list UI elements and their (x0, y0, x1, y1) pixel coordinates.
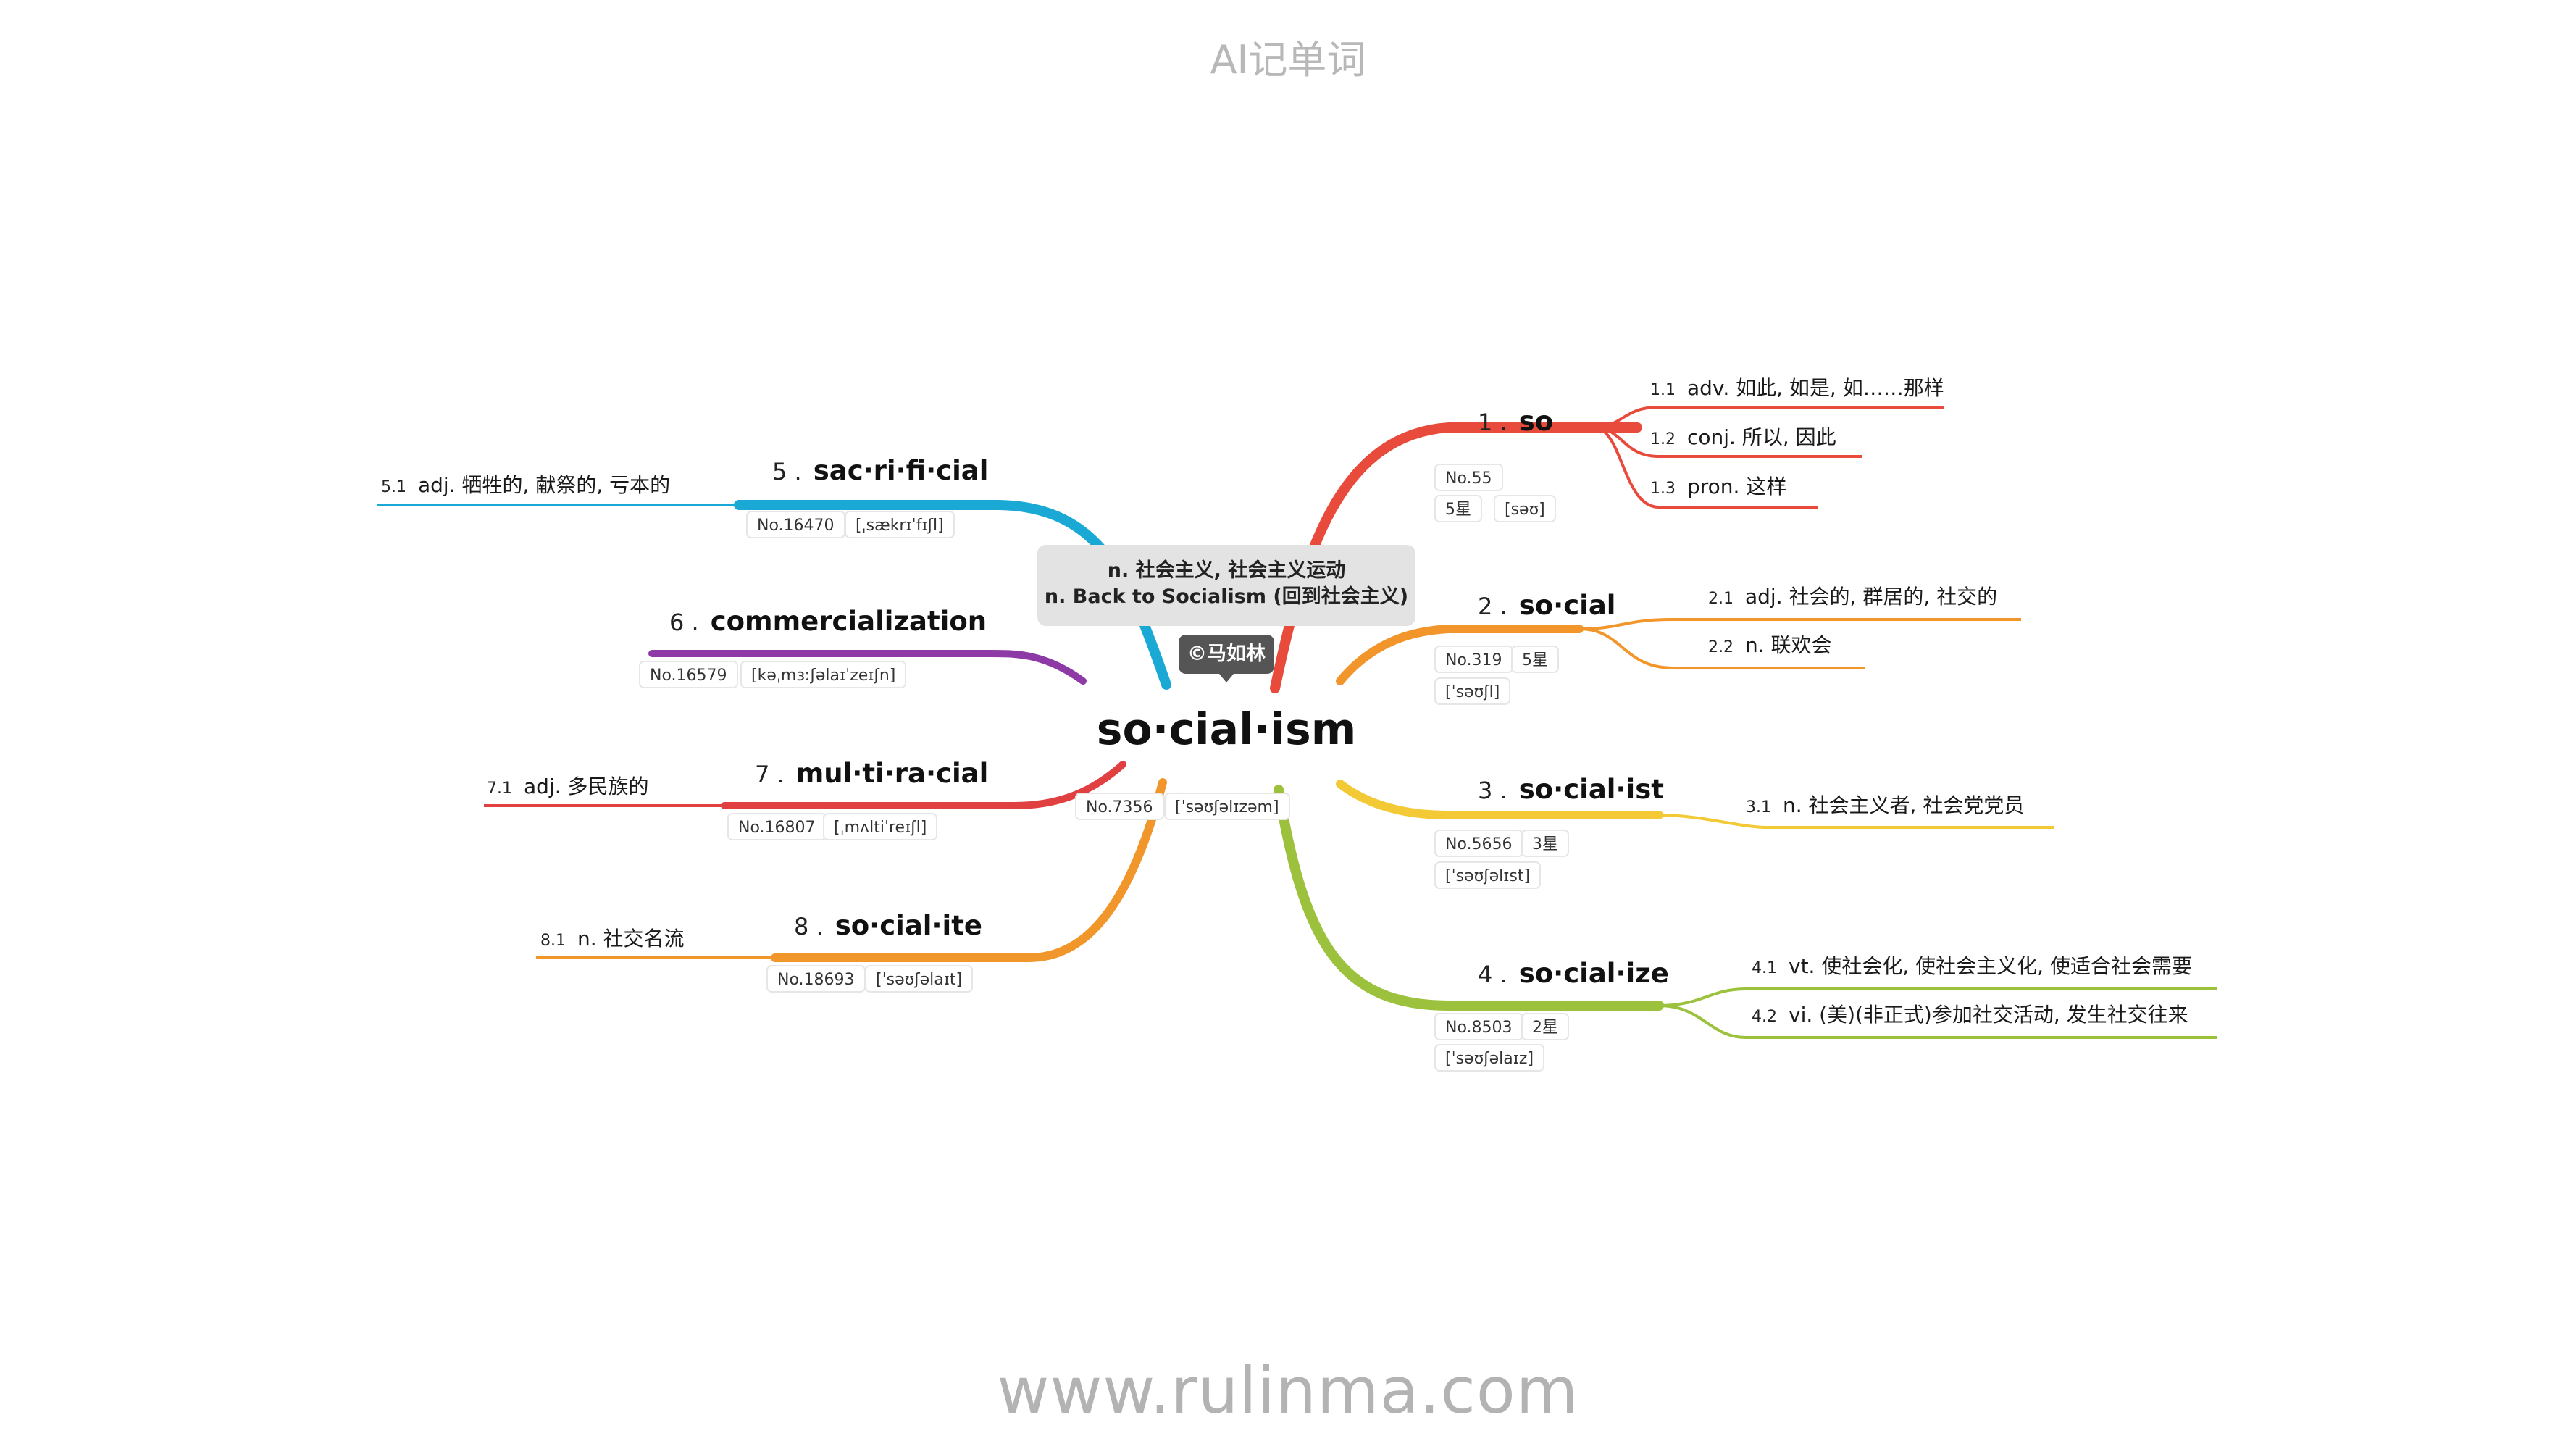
branch-number: 3 . (1478, 777, 1507, 804)
branch-7-number-tag: No.16807 (727, 813, 827, 840)
branch-1-number-tag: No.55 (1434, 464, 1503, 491)
central-phonetic-tag: [ˈsəʊʃəlɪzəm] (1164, 793, 1290, 820)
copyright-badge: ©马如林 (1179, 635, 1274, 682)
branch-2-star-tag: 5星 (1511, 646, 1559, 673)
branch-1-topic[interactable]: 1 . so (1478, 406, 1553, 437)
branch-6-number-tag: No.16579 (639, 661, 738, 688)
sub-branch-4-1 (1658, 987, 2217, 1007)
branch-word: so·cial·ist (1518, 774, 1664, 805)
sub-branch-2-2 (1578, 627, 1865, 669)
branch-6-topic[interactable]: 6 . commercialization (669, 606, 987, 637)
branch-8-phonetic-tag: [ˈsəʊʃəlaɪt] (865, 965, 974, 993)
branch-3-phonetic-tag: [ˈsəʊʃəlɪst] (1434, 861, 1542, 889)
branch-5-topic[interactable]: 5 . sac·ri·fi·cial (772, 455, 988, 486)
branch-4-phonetic-tag: [ˈsəʊʃəlaɪz] (1434, 1044, 1545, 1072)
branch-word: sac·ri·fi·cial (813, 455, 989, 486)
branch-4-number-tag: No.8503 (1434, 1013, 1523, 1040)
branch-number: 8 . (794, 913, 824, 940)
main-branch-2 (1336, 625, 1584, 685)
central-number-tag: No.7356 (1075, 793, 1164, 820)
sub-branch-1-3 (1593, 426, 1818, 509)
branch-number: 5 . (772, 458, 802, 485)
branch-4-topic[interactable]: 4 . so·cial·ize (1478, 958, 1669, 989)
branch-3-number-tag: No.5656 (1434, 830, 1523, 857)
callout-line-2: n. Back to Socialism (回到社会主义) (1044, 585, 1409, 608)
site-url: www.rulinma.com (997, 1353, 1579, 1428)
sub-branch-2-1 (1578, 618, 2021, 630)
branch-number: 4 . (1478, 961, 1507, 988)
sub-branch-1-1 (1593, 406, 1944, 429)
main-branch-7 (721, 761, 1126, 809)
branch-word: so·cial (1518, 590, 1616, 621)
branch-5-number-tag: No.16470 (746, 511, 845, 538)
branch-2-phonetic-tag: [ˈsəʊʃl] (1434, 677, 1511, 705)
app-title: AI记单词 (1210, 37, 1366, 83)
branch-word: so·cial·ite (835, 910, 982, 941)
branch-number: 6 . (669, 609, 699, 636)
branch-3-star-tag: 3星 (1521, 830, 1569, 857)
main-branch-3 (1336, 780, 1663, 819)
branch-2-number-tag: No.319 (1434, 646, 1513, 673)
sub-branch-1-2 (1593, 426, 1862, 458)
meaning-callout: n. 社会主义, 社会主义运动 n. Back to Socialism (回到… (1037, 545, 1415, 626)
branch-8-number-tag: No.18693 (766, 965, 866, 993)
main-branch-1 (1270, 422, 1642, 693)
branch-6-phonetic-tag: [kəˌmɜːʃəlaɪˈzeɪʃn] (740, 661, 907, 688)
branch-word: commercialization (710, 606, 987, 637)
central-word: so·cial·ism (1096, 704, 1357, 755)
branch-word: so (1518, 406, 1554, 437)
main-branch-6 (648, 649, 1087, 685)
branch-word: so·cial·ize (1518, 958, 1669, 989)
branch-1-phonetic-tag: [səʊ] (1494, 495, 1556, 522)
branch-word: mul·ti·ra·cial (795, 758, 989, 789)
branch-number: 7 . (755, 761, 785, 788)
branch-number: 2 . (1478, 593, 1507, 620)
branch-5-phonetic-tag: [ˌsækrɪˈfɪʃl] (845, 511, 955, 538)
branch-number: 1 . (1478, 409, 1507, 436)
branch-3-topic[interactable]: 3 . so·cial·ist (1478, 774, 1664, 805)
sub-branch-4-2 (1658, 1004, 2217, 1039)
branch-2-topic[interactable]: 2 . so·cial (1478, 590, 1615, 621)
branch-7-phonetic-tag: [ˌmʌltiˈreɪʃl] (823, 813, 938, 840)
callout-line-1: n. 社会主义, 社会主义运动 (1107, 559, 1346, 582)
branch-4-star-tag: 2星 (1521, 1013, 1569, 1040)
main-branch-8 (771, 778, 1167, 962)
branch-8-topic[interactable]: 8 . so·cial·ite (794, 910, 982, 941)
branch-1-star-tag: 5星 (1434, 495, 1482, 522)
sub-branch-3-1 (1658, 814, 2054, 829)
branch-7-topic[interactable]: 7 . mul·ti·ra·cial (755, 758, 988, 789)
main-branch-4 (1274, 785, 1664, 1011)
